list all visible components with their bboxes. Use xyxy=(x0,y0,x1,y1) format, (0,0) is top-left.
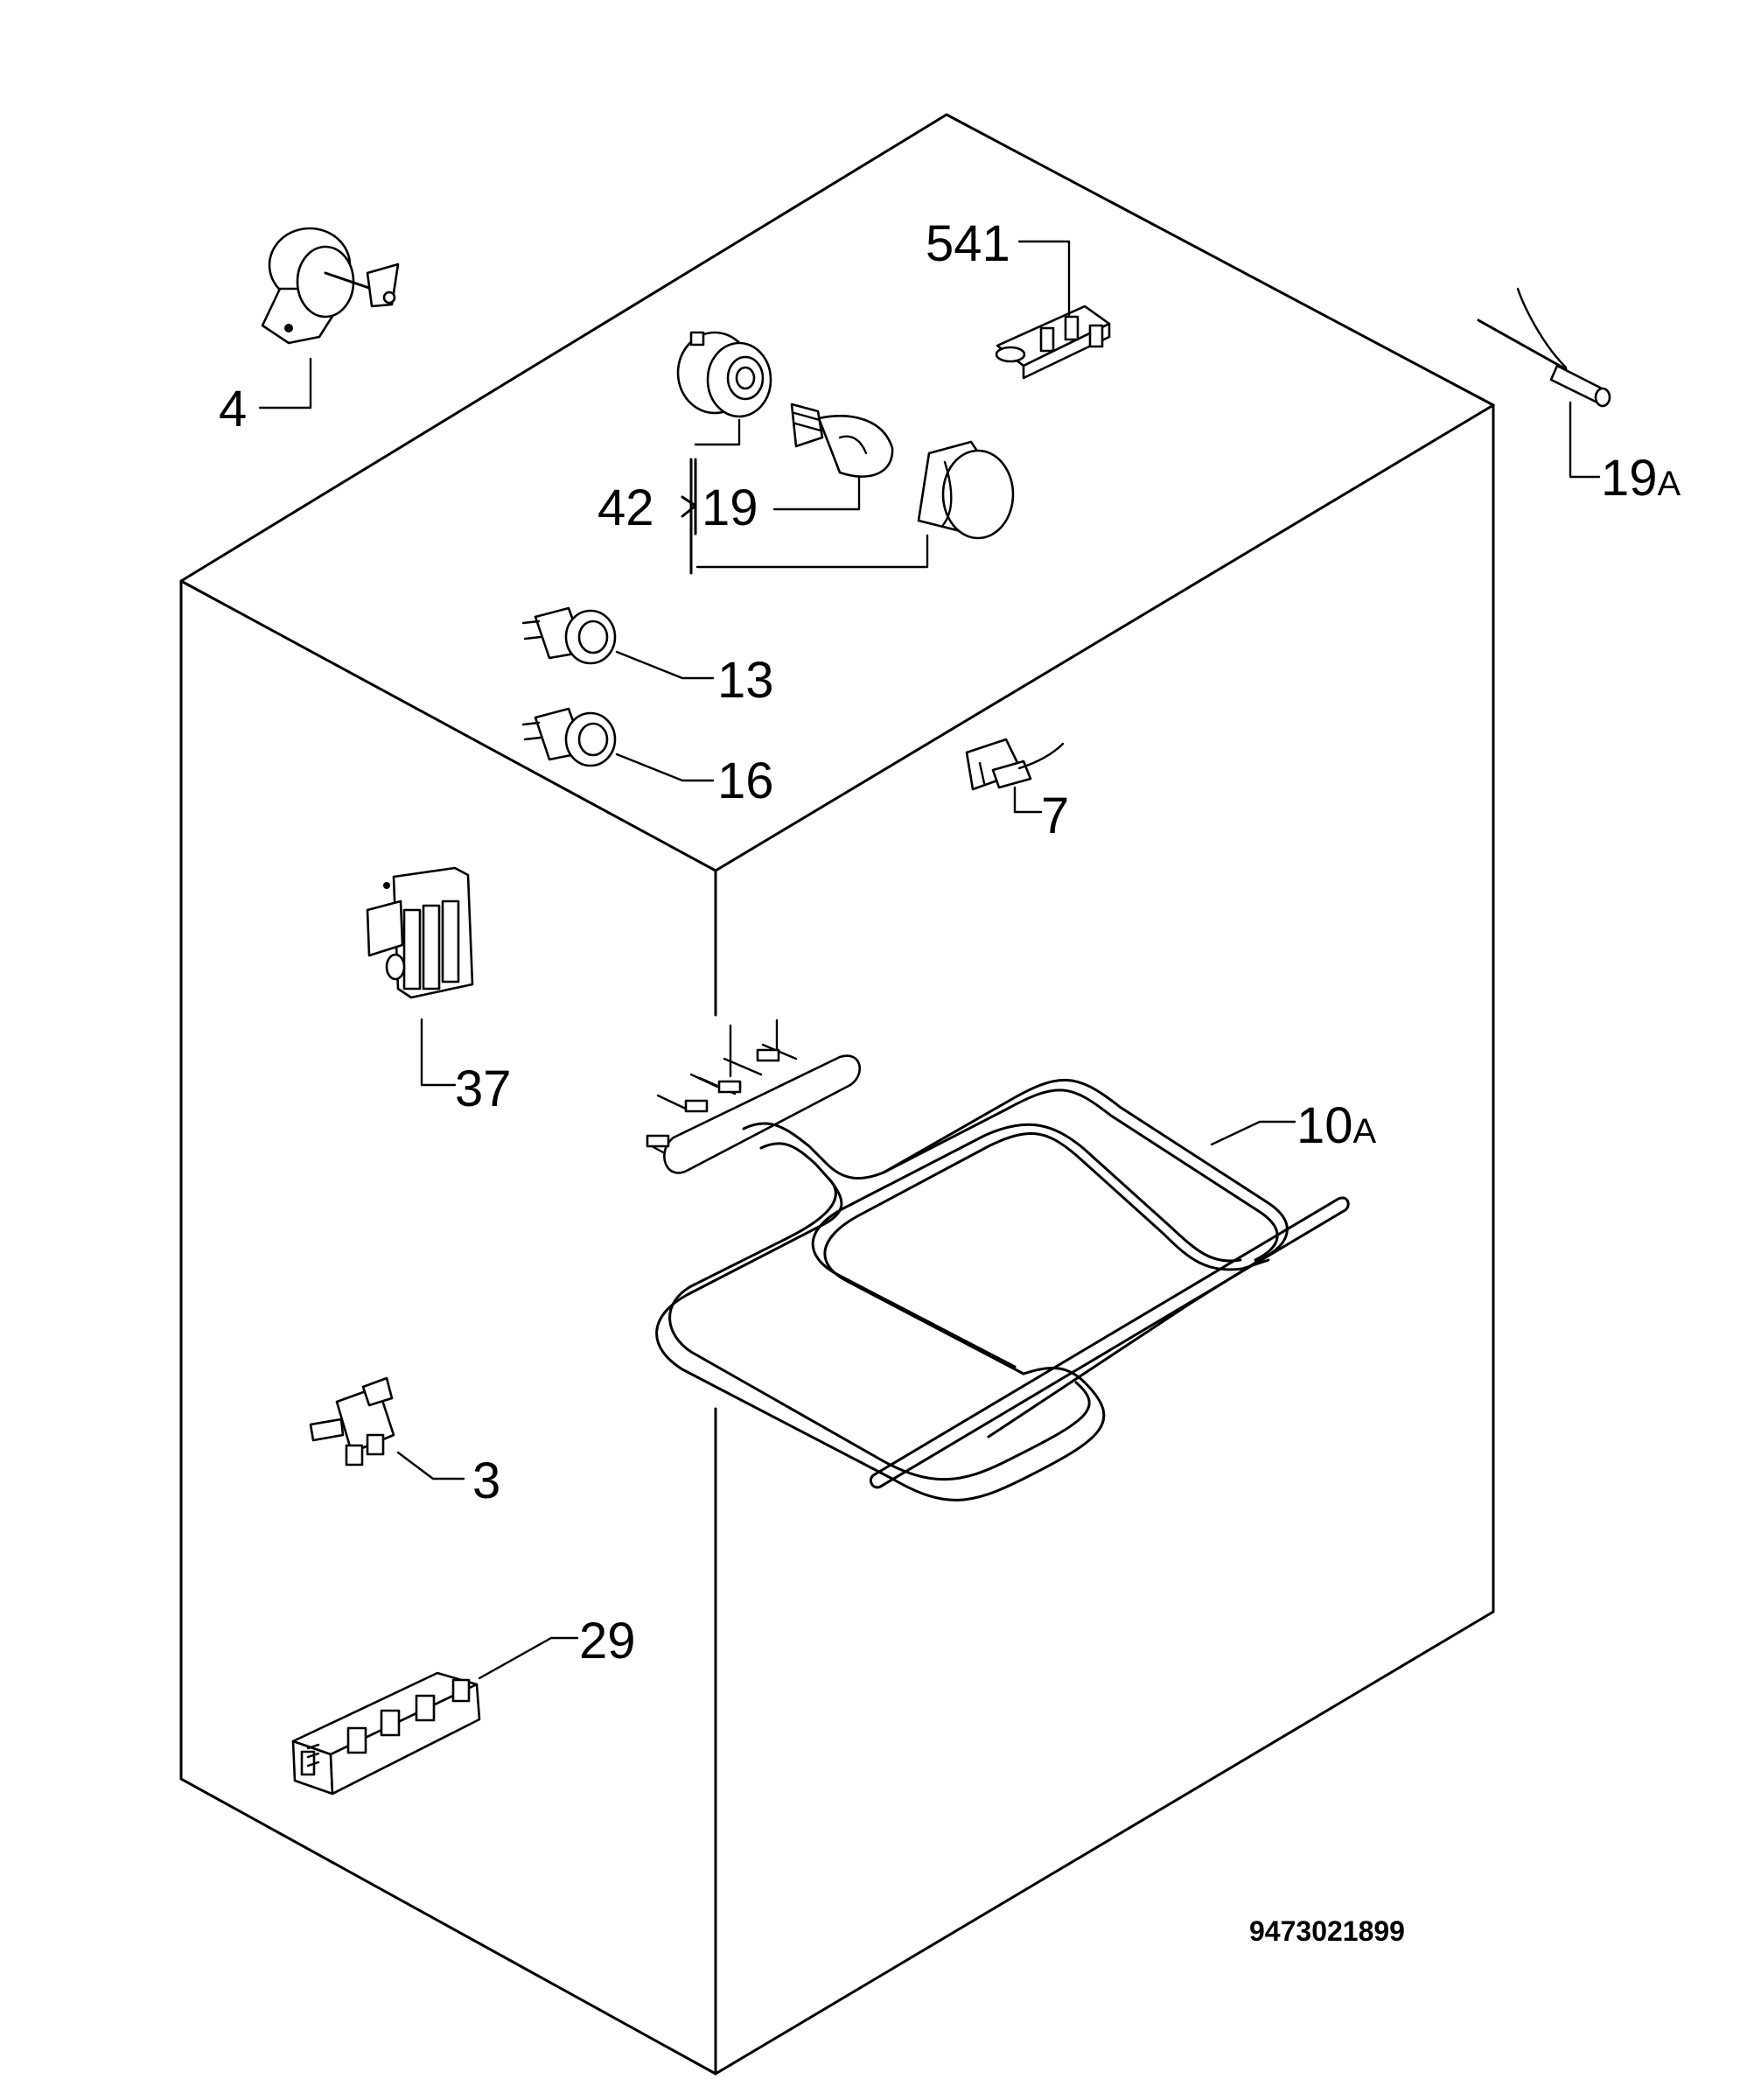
callout-7: 7 xyxy=(1041,788,1069,844)
callout-4: 4 xyxy=(219,381,247,438)
leader-37 xyxy=(420,1018,457,1087)
callout-19: 19 xyxy=(702,480,758,536)
callout-541: 541 xyxy=(926,215,1010,272)
oven-cabinet-outline xyxy=(179,113,1495,2076)
part-13-indicator-lamp[interactable] xyxy=(521,606,617,665)
leader-541 xyxy=(1017,240,1071,317)
leader-29 xyxy=(478,1636,579,1680)
bracket-42 xyxy=(681,458,697,575)
leader-3 xyxy=(396,1451,465,1480)
part-37-selector-switch[interactable] xyxy=(366,866,474,999)
callout-10A: 10A xyxy=(1296,1097,1377,1154)
drawing-number: 9473021899 xyxy=(1249,1915,1405,1947)
leader-16 xyxy=(615,752,715,782)
callout-13: 13 xyxy=(717,652,774,709)
leader-19A xyxy=(1569,401,1601,479)
leader-19 xyxy=(772,475,861,511)
part-19-lamp-bulb[interactable] xyxy=(790,402,894,478)
part-3-thermal-cutout[interactable] xyxy=(309,1376,395,1466)
callout-42: 42 xyxy=(597,480,654,536)
part-541-terminal-block[interactable] xyxy=(995,304,1111,380)
part-19A-temperature-probe[interactable] xyxy=(1477,287,1611,408)
part-10A-grill-element[interactable] xyxy=(646,1018,1350,1502)
part-4-motor[interactable] xyxy=(261,227,400,345)
part-42-lamp-holder[interactable] xyxy=(676,331,772,418)
callout-29: 29 xyxy=(579,1613,636,1670)
callout-37: 37 xyxy=(455,1060,512,1117)
leader-13 xyxy=(615,650,715,680)
part-7-door-switch[interactable] xyxy=(965,738,1065,791)
leader-7 xyxy=(1013,786,1043,814)
part-42-lamp-cover[interactable] xyxy=(917,440,1015,540)
leader-42-holder xyxy=(694,418,741,446)
part-16-indicator-lamp[interactable] xyxy=(521,707,617,767)
leader-42-cover xyxy=(695,534,929,569)
callout-19A: 19A xyxy=(1601,450,1681,507)
callout-3: 3 xyxy=(472,1452,500,1509)
part-29-ignition-generator[interactable] xyxy=(291,1671,481,1796)
leader-4 xyxy=(258,357,312,410)
callout-16: 16 xyxy=(717,752,774,809)
leader-10A xyxy=(1210,1120,1296,1146)
